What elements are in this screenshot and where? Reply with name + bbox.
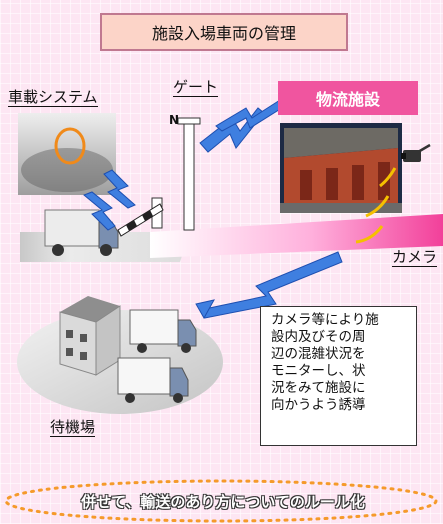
description-line: 向かうよう誘導 xyxy=(271,397,366,413)
footer-rule-text: 併せて、輸送のあり方についてのルール化 xyxy=(81,492,365,511)
waiting-area xyxy=(17,296,223,414)
building-icon xyxy=(59,296,121,376)
gate-label: ゲート xyxy=(173,78,219,97)
waiting-truck-icon xyxy=(129,309,197,353)
camera-signal-icon xyxy=(355,167,397,244)
description-line: 況をみて施設に xyxy=(271,380,366,396)
diagram-title: 施設入場車両の管理 xyxy=(100,13,348,51)
onboard-system-label: 車載システム xyxy=(8,88,98,107)
footer-dotted-frame xyxy=(4,479,438,523)
description-line: 辺の混雑状況を xyxy=(271,346,366,362)
onboard-signal-arrow-icon xyxy=(83,169,136,231)
gate-pole: N xyxy=(169,113,201,231)
guidance-arrow-icon xyxy=(195,251,343,320)
signal-arrow-icon xyxy=(199,99,286,153)
gate-antenna-letter: N xyxy=(169,113,179,127)
camera-label: カメラ xyxy=(392,248,438,267)
onboard-camera-photo xyxy=(18,113,116,195)
facility-photo xyxy=(280,123,402,213)
description-line: カメラ等により施 xyxy=(271,312,379,328)
description-line: モニターし、状 xyxy=(271,363,366,379)
logistics-facility-label: 物流施設 xyxy=(278,81,418,115)
gate-barrier xyxy=(117,197,164,237)
camera-icon xyxy=(401,143,431,162)
description-line: 設内及びその周 xyxy=(271,329,366,345)
description-box: カメラ等により施 設内及びその周 辺の混雑状況を モニターし、状 況をみて施設に… xyxy=(260,306,417,446)
waiting-truck-icon xyxy=(117,357,189,403)
waiting-area-label: 待機場 xyxy=(50,418,96,437)
truck-at-gate-icon xyxy=(44,209,119,256)
